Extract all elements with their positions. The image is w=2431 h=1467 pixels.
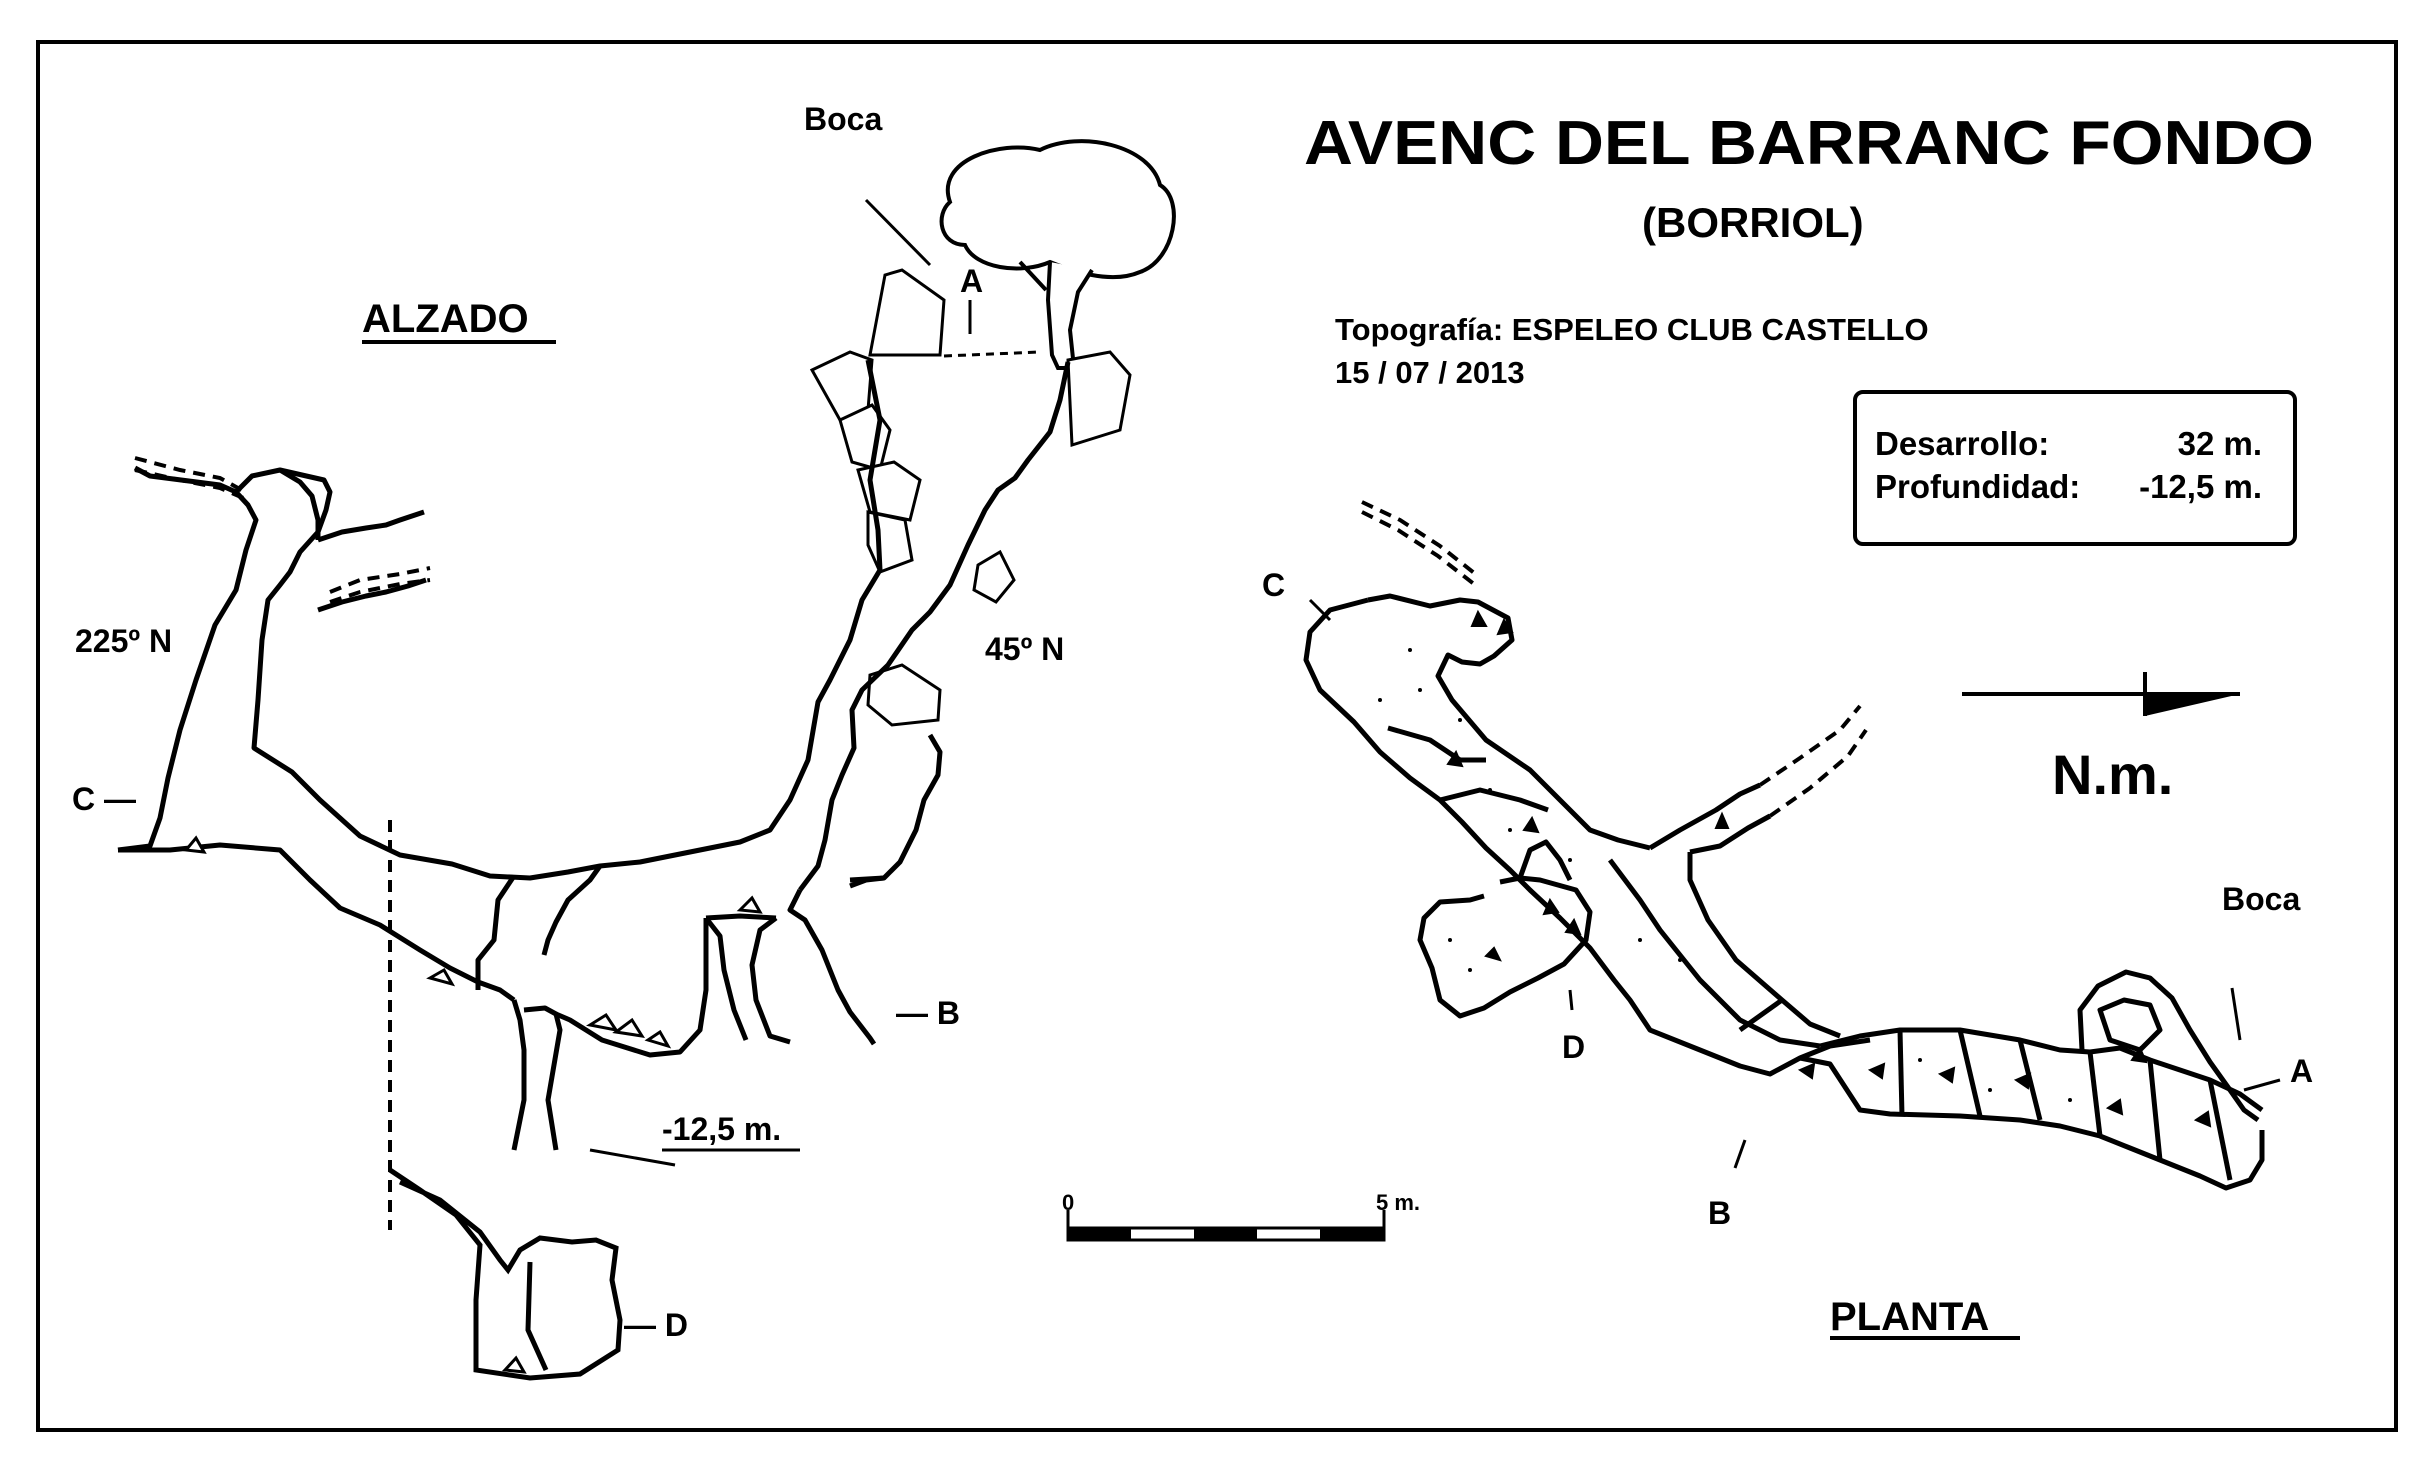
alzado-dir-right: 45º N [985, 631, 1064, 667]
north-arrow: N.m. [1962, 672, 2240, 806]
alzado-d-chamber [388, 1167, 623, 1381]
planta-cave-outline [1303, 593, 2265, 1191]
stats-box: Desarrollo: 32 m. Profundidad: -12,5 m. [1853, 390, 2297, 546]
desarrollo-label: Desarrollo: [1875, 425, 2049, 462]
desarrollo-value: 32 m. [2178, 425, 2262, 462]
sheet-border [36, 40, 2398, 1432]
tree-icon [939, 139, 1176, 370]
planta-heading: PLANTA [1830, 1295, 1989, 1339]
scale-bar: 0 5 m. [1062, 1190, 1420, 1242]
survey-date: 15 / 07 / 2013 [1335, 355, 1525, 390]
planta-label-b: B [1708, 1195, 1731, 1231]
profundidad-value: -12,5 m. [2139, 468, 2262, 505]
alzado-label-b: — B [896, 995, 960, 1031]
alzado-heading: ALZADO [362, 297, 529, 341]
planta-label-a: A [2290, 1053, 2313, 1089]
planta-section: PLANTA [1262, 500, 2313, 1340]
alzado-section: ALZADO [72, 101, 1176, 1381]
scale-start: 0 [1062, 1190, 1074, 1215]
planta-label-d: D [1562, 1029, 1585, 1065]
alzado-label-a: A [960, 263, 983, 299]
survey-title: AVENC DEL BARRANC FONDO [1304, 109, 2314, 178]
alzado-floor-debris [183, 835, 763, 1374]
profundidad-label: Profundidad: [1875, 468, 2080, 505]
alzado-cave-outline [117, 359, 1071, 1151]
survey-subtitle: (BORRIOL) [1642, 199, 1864, 246]
planta-dashed-continuations [1361, 500, 1868, 818]
alzado-depth-label: -12,5 m. [662, 1111, 781, 1147]
planta-label-c: C [1262, 567, 1285, 603]
alzado-boca-label: Boca [804, 101, 882, 137]
planta-slope-arrows [1446, 609, 2212, 1128]
alzado-dashed-continuations [134, 456, 431, 1230]
north-label: N.m. [2052, 743, 2173, 806]
scale-end: 5 m. [1376, 1190, 1420, 1215]
alzado-label-d: — D [624, 1307, 688, 1343]
entrance-rocks [809, 268, 1132, 727]
alzado-dir-left: 225º N [75, 623, 172, 659]
planta-floor-dots [1378, 648, 2072, 1102]
alzado-entrance-line [943, 350, 1041, 358]
alzado-label-c: C — [72, 781, 136, 817]
survey-credit: Topografía: ESPELEO CLUB CASTELLO [1335, 312, 1929, 347]
planta-boca-label: Boca [2222, 881, 2300, 917]
